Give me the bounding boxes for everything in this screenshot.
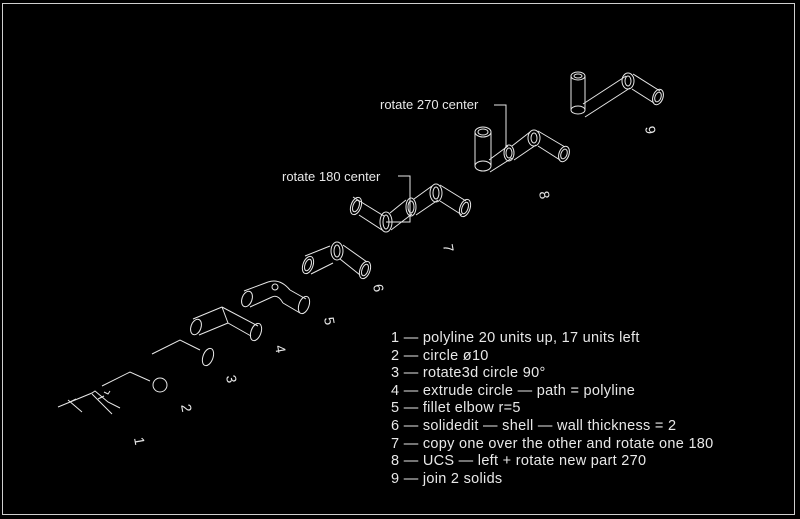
step-number-4: 4 xyxy=(272,344,289,355)
callout-rotate-180: rotate 180 center xyxy=(282,169,381,184)
note-line-4: 4 — extrude circle — path = polyline xyxy=(391,382,636,399)
step-number-9: 9 xyxy=(642,125,659,136)
note-line-9: 9 — join 2 solids xyxy=(391,470,503,487)
step3-rotated-circle xyxy=(151,339,215,367)
step-number-2: 2 xyxy=(178,403,195,414)
viewport-border xyxy=(2,3,795,515)
step6-shelled-elbow xyxy=(301,241,372,280)
note-line-2: 2 — circle ø10 xyxy=(391,347,489,364)
step4-extruded-pipe xyxy=(190,306,263,342)
step-number-3: 3 xyxy=(223,374,240,385)
instruction-notes: 1 — polyline 20 units up, 17 units left … xyxy=(391,330,714,488)
step9-joined-solid xyxy=(570,71,664,118)
step1-polyline xyxy=(57,390,121,415)
note-line-7: 7 — copy one over the other and rotate o… xyxy=(391,435,714,452)
step2-polyline-circle xyxy=(101,371,168,393)
note-line-3: 3 — rotate3d circle 90° xyxy=(391,365,546,382)
note-line-5: 5 — fillet elbow r=5 xyxy=(391,400,521,417)
step-number-6: 6 xyxy=(370,283,387,294)
step-number-8: 8 xyxy=(536,190,553,201)
callout-leaders xyxy=(386,104,507,223)
step5-fillet-elbow xyxy=(241,280,311,315)
note-line-8: 8 — UCS — left + rotate new part 270 xyxy=(391,453,647,470)
step-number-5: 5 xyxy=(321,316,338,327)
step-number-7: 7 xyxy=(440,243,457,254)
step-number-1: 1 xyxy=(131,436,148,447)
callout-rotate-270: rotate 270 center xyxy=(380,97,479,112)
note-line-6: 6 — solidedit — shell — wall thickness =… xyxy=(391,417,677,434)
note-line-1: 1 — polyline 20 units up, 17 units left xyxy=(391,330,640,346)
step8-riser-assembly xyxy=(474,126,570,173)
